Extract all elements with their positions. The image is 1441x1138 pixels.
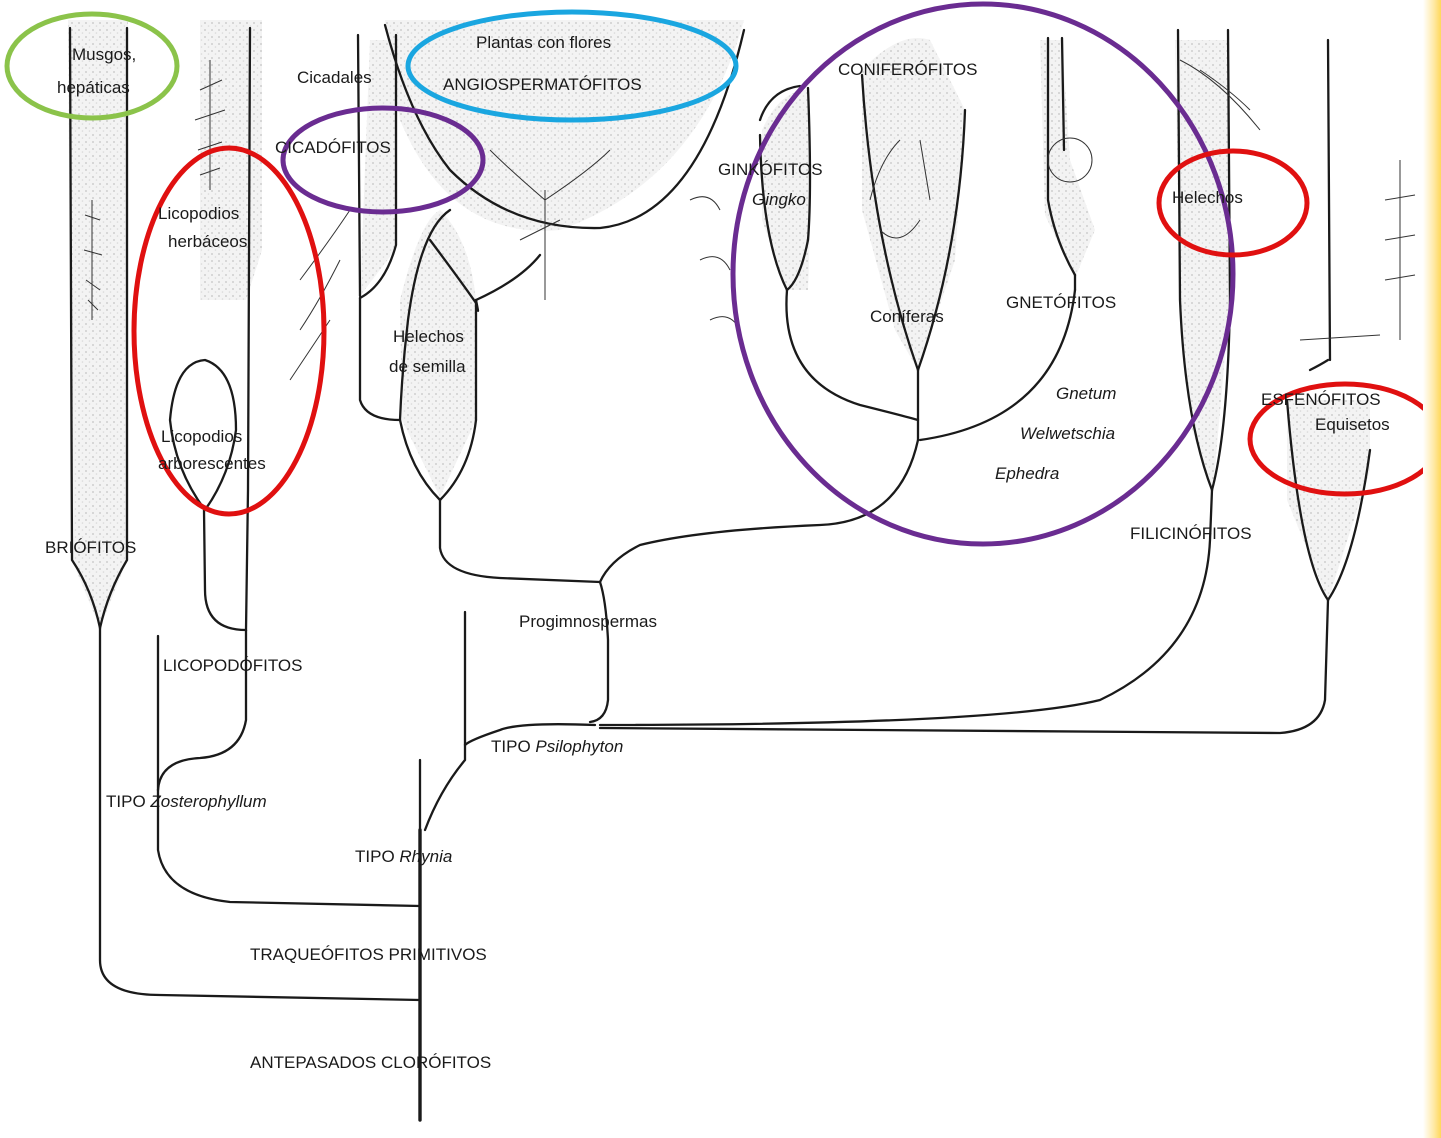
highlight-red-licopodios [131, 145, 327, 517]
esfenofitos-spindle-l [1285, 398, 1330, 602]
label-coniferas: Coníferas [870, 307, 944, 326]
briofitos-right [98, 26, 129, 630]
label-gingko: Gingko [752, 190, 806, 209]
filicinofitos-left [1176, 28, 1214, 492]
highlight-red-helechos [1156, 148, 1310, 258]
gymno-connector [598, 438, 920, 584]
label-tipo: TIPO [106, 792, 146, 811]
label-de-semilla: de semilla [389, 357, 466, 376]
helechos-semilla-left [398, 208, 452, 422]
esfenofitos-right [1326, 38, 1332, 362]
cicadofitos-stem [358, 296, 402, 422]
licopodios-herbaceos-fill [200, 20, 262, 300]
label-antepasados: ANTEPASADOS CLORÓFITOS [250, 1053, 492, 1072]
licopodofitos-right [156, 628, 248, 792]
psilophyton-stem [423, 723, 597, 832]
licopodios-arb-loop [168, 358, 238, 512]
flowering-sketch [489, 149, 611, 300]
ginkgo-arc [758, 84, 802, 122]
clubmoss-sketch [194, 60, 226, 190]
briofitos-stem [98, 626, 422, 1002]
label-herbaceos: herbáceos [168, 232, 248, 251]
coniferas-fill [862, 38, 965, 370]
helechos-link-angio [474, 253, 542, 302]
label-helechos: Helechos [1172, 188, 1243, 207]
label-traqueofitos: TRAQUEÓFITOS PRIMITIVOS [250, 945, 487, 964]
ginkgo-right [785, 86, 812, 292]
label-gnetum: Gnetum [1056, 384, 1117, 403]
highlight-purple-gimnospermas [730, 1, 1236, 547]
highlight-green-musgos [4, 11, 180, 121]
label-plantas-con-flores: Plantas con flores [476, 33, 612, 52]
label-tipo: TIPO [491, 737, 531, 756]
filicinofitos-stem [598, 488, 1214, 727]
moss-sketch [83, 200, 103, 320]
label-briofitos: BRIÓFITOS [45, 538, 137, 557]
label-gnetofitos: GNETÓFITOS [1006, 293, 1117, 312]
label-tipo-zosterophyllum: TIPO Zosterophyllum [106, 792, 267, 812]
tree-lines [68, 23, 1372, 1122]
gnetofitos-left [1046, 36, 1077, 277]
esfeno-top [1308, 358, 1330, 372]
label-welwetschia: Welwetschia [1020, 424, 1116, 443]
label-coniferofitos: CONIFERÓFITOS [838, 60, 978, 79]
conifer-sketch [869, 139, 931, 239]
label-ginkofitos: GINKÓFITOS [718, 160, 823, 179]
helechos-semilla-fill [400, 210, 476, 497]
label-zosterophyllum: Zosterophyllum [150, 792, 267, 811]
label-arborescentes: arborescentes [158, 454, 266, 473]
ginkgo-branch [785, 288, 920, 422]
cicadofitos-fill [360, 40, 395, 296]
label-ephedra: Ephedra [995, 464, 1060, 483]
label-musgos: Musgos, [72, 45, 137, 64]
esfenofitos-stem [598, 598, 1330, 735]
label-esfenofitos: ESFENÓFITOS [1261, 390, 1381, 409]
gnetofitos-right [1060, 36, 1066, 152]
briofitos-left [68, 26, 102, 630]
highlights [4, 1, 1441, 547]
ginkgo-fill [762, 90, 810, 290]
label-filicinofitos: FILICINÓFITOS [1130, 524, 1252, 543]
highlight-purple-cicadofitos [280, 105, 486, 215]
gnetofitos-fill [1040, 40, 1095, 278]
fern-sketch [1179, 59, 1261, 131]
zosterophyllum-stem [156, 788, 422, 908]
label-tipo-rhynia: TIPO Rhynia [355, 847, 452, 867]
ginkgo-left [758, 133, 789, 292]
label-licopodios-1: Licopodios [158, 204, 240, 223]
seed-fern-stem [438, 498, 602, 584]
label-licopodios-2: Licopodios [161, 427, 243, 446]
plant-illustrations [83, 59, 1416, 381]
label-licopodofitos: LICOPODÓFITOS [163, 656, 303, 675]
label-psilophyton: Psilophyton [535, 737, 624, 756]
label-equisetos: Equisetos [1315, 415, 1390, 434]
horsetail-sketch [1299, 160, 1416, 341]
cicadofitos-right [358, 33, 398, 300]
angiosperm-bowl [383, 23, 746, 230]
progymno-stem [588, 580, 610, 724]
label-cicadales: Cicadales [297, 68, 372, 87]
label-helechos-semilla-1: Helechos [393, 327, 464, 346]
briofitos-fill [68, 20, 128, 628]
label-cicadofitos: CICADÓFITOS [275, 138, 391, 157]
coniferas-right [916, 108, 967, 372]
gnetofitos-branch [918, 288, 1077, 442]
cicadofitos-left [356, 33, 362, 298]
page-edge-highlight [1423, 0, 1441, 1138]
label-progimnospermas: Progimnospermas [519, 612, 657, 631]
gnetum-sketch [1047, 137, 1093, 183]
label-tipo: TIPO [355, 847, 395, 866]
label-angiospermatofitos: ANGIOSPERMATÓFITOS [443, 75, 642, 94]
esfenofitos-spindle-r [1326, 448, 1372, 602]
label-rhynia: Rhynia [399, 847, 453, 866]
label-hepaticas: hepáticas [57, 78, 130, 97]
label-tipo-psilophyton: TIPO Psilophyton [491, 737, 623, 757]
filicinofitos-fill [1175, 40, 1230, 490]
highlight-blue-angiospermas [405, 9, 739, 123]
